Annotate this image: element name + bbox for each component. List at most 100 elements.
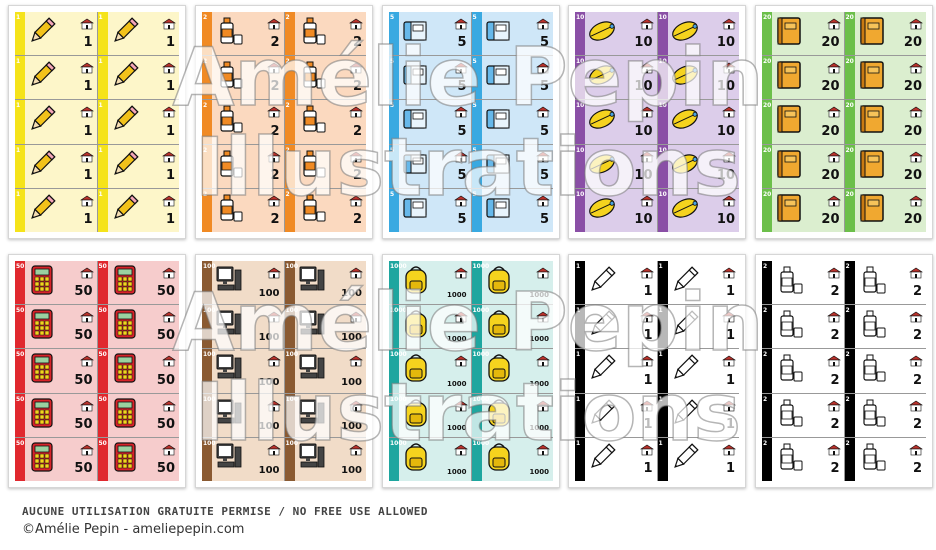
bill-stripe: 10 [575,188,585,232]
bill-stripe: 1 [97,188,108,232]
eraser-icon [401,59,431,91]
stripe-value: 50 [98,351,107,359]
school-building-icon [266,148,281,162]
backpack-icon [484,352,514,384]
bill-value: 100 [341,420,362,432]
stripe-value: 1 [98,190,103,198]
school-building-icon [826,192,841,207]
stripe-value: 10 [576,58,585,66]
play-money-bill: 2 2 [762,349,844,393]
play-money-bill: 1 1 [657,349,739,393]
stripe-value: 2 [203,14,208,21]
stripe-value: 1000 [472,351,490,359]
play-money-bill: 5 5 [389,144,471,188]
bill-stripe: 20 [762,100,772,144]
eraser-icon [401,15,431,47]
bill-stripe: 10 [575,144,585,188]
bill-stripe: 50 [97,393,108,437]
stripe-value: 10 [576,190,585,198]
play-money-bill: 1 1 [15,188,97,232]
stripe-value: 2 [763,439,768,447]
bill-stripe: 1 [97,144,108,188]
bill-value: 10 [634,35,653,51]
school-building-icon [79,103,94,118]
bill-stripe: 20 [762,188,772,232]
play-money-bill: 20 20 [844,56,926,100]
bill-stripe: 2 [284,56,295,100]
school-building-icon [536,103,550,118]
pencil-case-icon [670,15,700,47]
bill-stripe: 1000 [471,437,489,481]
play-money-bill: 2 2 [202,56,284,100]
play-money-bill: 1 1 [15,100,97,144]
bill-value: 5 [539,123,549,139]
stripe-value: 1 [16,146,21,154]
play-money-bill: 2 2 [284,144,366,188]
stripe-value: 50 [16,351,25,359]
glue-bottle-icon [214,148,244,180]
play-money-bill: 5 5 [389,188,471,232]
play-money-bill: 1 1 [575,437,657,481]
stripe-value: 100 [203,307,216,315]
bill-stripe: 2 [844,393,855,437]
bill-stripe: 2 [844,305,855,349]
bill-value: 1000 [529,379,549,388]
stripe-value: 5 [472,14,477,21]
bill-value: 100 [341,376,362,388]
backpack-icon [401,352,431,384]
eraser-icon [401,103,431,135]
bill-value: 1000 [529,335,549,344]
backpack-icon [484,264,514,296]
bill-stripe: 1 [575,305,585,349]
school-building-icon [266,397,281,411]
school-building-icon [909,352,923,367]
computer-icon [297,264,327,296]
school-building-icon [909,103,923,118]
computer-icon [297,308,327,340]
computer-icon [214,441,244,473]
school-building-icon [826,441,841,456]
pencil-icon [27,59,57,91]
play-money-bill: 50 50 [97,349,179,393]
play-money-bill: 20 20 [762,56,844,100]
stripe-value: 2 [203,190,208,198]
stripe-value: 1 [98,58,103,66]
stripe-value: 1 [98,14,103,21]
bill-value: 2 [352,79,362,95]
bill-value: 1 [165,212,175,227]
stripe-value: 100 [285,439,299,447]
play-money-bill: 2 2 [762,305,844,349]
stripe-value: 2 [845,439,850,447]
bill-stripe: 2 [762,393,772,437]
bill-value: 1 [643,372,653,388]
school-building-icon [536,15,550,30]
bill-stripe: 2 [284,188,295,232]
bill-stripe: 100 [284,437,298,481]
bill-value: 2 [912,416,922,432]
play-money-bill: 1 1 [657,437,739,481]
school-building-icon [266,308,281,323]
glue-bottle-icon [214,103,244,135]
bill-value: 100 [341,465,362,476]
bill-stripe: 2 [202,144,212,188]
bill-value: 10 [716,167,735,183]
bill-stripe: 5 [471,144,482,188]
school-building-icon [453,264,468,279]
stripe-value: 1 [16,190,21,198]
bill-stripe: 50 [15,261,25,305]
play-money-bill: 2 2 [202,12,284,56]
book-icon [857,59,887,91]
stripe-value: 20 [845,146,854,154]
play-money-bill: 100 100 [284,261,366,305]
school-building-icon [722,352,736,367]
bill-value: 20 [903,79,922,95]
bill-stripe: 1 [657,437,668,481]
calculator-icon [110,264,140,296]
stripe-value: 5 [472,58,477,66]
play-money-bill: 5 5 [471,12,553,56]
stripe-value: 5 [390,58,395,66]
calculator-icon [110,441,140,473]
bill-stripe: 50 [15,393,25,437]
bill-stripe: 2 [762,261,772,305]
